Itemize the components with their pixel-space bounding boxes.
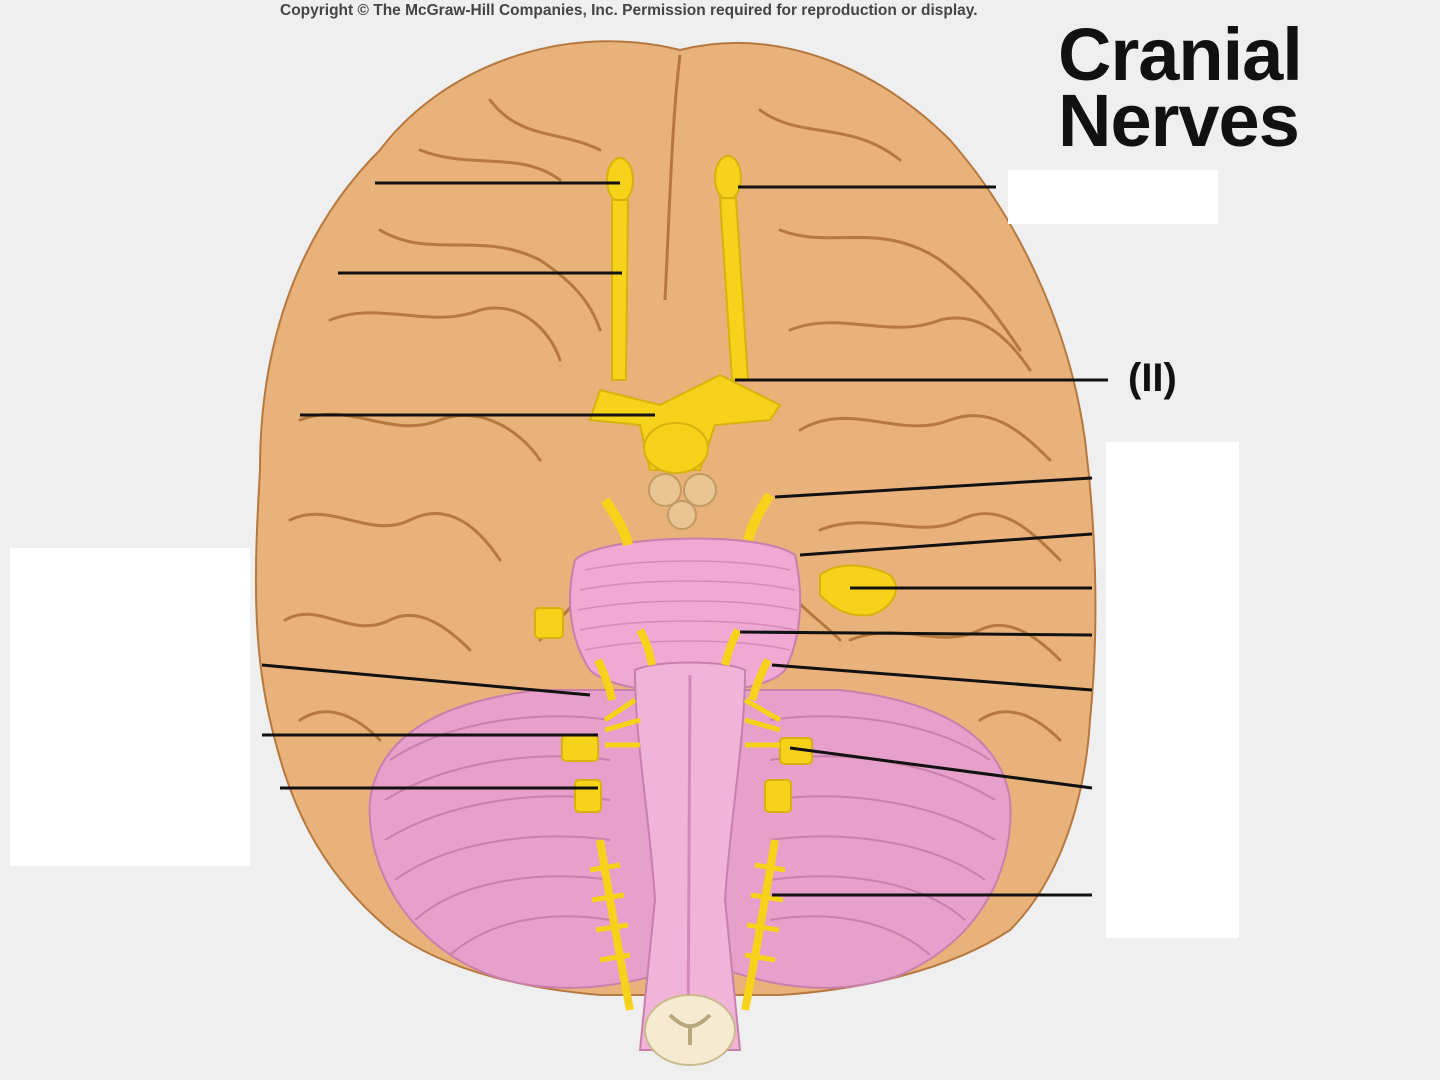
spinal-cord-gray-matter <box>668 1013 712 1045</box>
anterior-median-fissure <box>686 674 692 1041</box>
cerebral-sulci <box>283 98 1062 742</box>
cranial-nerves <box>534 155 897 1011</box>
page-title: Cranial Nerves <box>1058 13 1358 162</box>
blank-label-box-left <box>10 548 250 866</box>
blank-label-box-right <box>1106 442 1239 938</box>
title-line-1: Cranial <box>1058 13 1303 96</box>
longitudinal-fissure <box>663 54 682 301</box>
copyright-notice: Copyright © The McGraw-Hill Companies, I… <box>280 2 978 19</box>
title-line-2: Nerves <box>1058 79 1300 162</box>
mammillary-bodies <box>648 473 717 530</box>
optic-nerve-label: (II) <box>1128 356 1177 400</box>
pons <box>569 537 802 694</box>
blank-label-box-top-right <box>1008 170 1218 224</box>
leader-lines <box>261 181 1108 897</box>
pons-striations <box>577 560 798 651</box>
